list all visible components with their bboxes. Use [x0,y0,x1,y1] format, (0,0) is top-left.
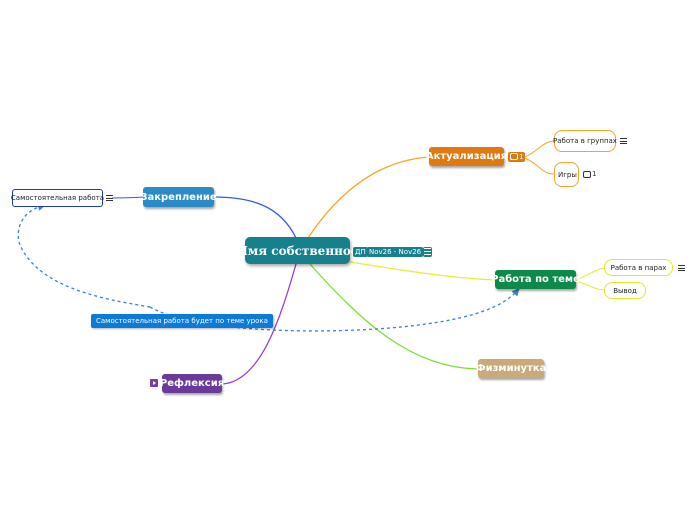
topic-fizminutka[interactable]: Физминутка [475,359,547,378]
subtopic-igry-label: Игры [558,170,577,179]
topic-aktualizatsiya-label: Актуализация [425,151,508,162]
comment-badge[interactable]: 1 [508,152,525,162]
subtopic-samostoyatelnaya-rabota[interactable]: Самостоятельная работа [10,189,105,207]
link-root-fizminutka [309,263,479,370]
notes-icon[interactable] [106,194,113,202]
subtopic-igry[interactable]: Игры [554,162,579,187]
flag-icon [150,379,158,387]
comment-count: 1 [519,153,524,161]
subtopic-vyvod-label: Вывод [613,286,637,295]
topic-aktualizatsiya[interactable]: Актуализация [425,147,508,166]
link-root-zakreplenie [213,196,297,239]
root-topic-label: Имя собственное [236,243,359,258]
link-rabota-vyvod [575,280,606,291]
root-topic[interactable]: Имя собственное [236,237,359,264]
root-notes-badge[interactable] [423,247,432,257]
link-root-rabota-po-teme [349,261,496,281]
relationship-label-text: Самостоятельная работа будет по теме уро… [96,317,268,325]
topic-rabota-po-teme[interactable]: Работа по теме [491,270,580,289]
comment-icon[interactable] [583,171,591,178]
subtopic-rabota-v-parah-label: Работа в парах [610,263,667,272]
subtopic-samostoyatelnaya-rabota-label: Самостоятельная работа [10,194,105,202]
relationship-line [17,203,151,308]
subtopic-rabota-v-gruppah[interactable]: Работа в группах [553,130,617,152]
link-root-refleksiya [221,263,297,385]
subtopic-rabota-v-parah[interactable]: Работа в парах [604,259,673,276]
topic-zakreplenie[interactable]: Закрепление [140,187,217,207]
date-badge: Nov26 - Nov26 [367,247,424,257]
notes-icon[interactable] [678,264,685,272]
comment-icon [510,153,518,160]
topic-refleksiya[interactable]: Рефлексия [159,374,225,393]
subtopic-rabota-v-gruppah-label: Работа в группах [553,137,617,145]
topic-zakreplenie-label: Закрепление [140,191,217,203]
link-aktualizatsiya-rabota-v-gruppah [524,140,555,158]
link-rabota-parah [575,267,606,281]
link-aktualizatsiya-igry [524,157,555,175]
topic-rabota-po-teme-label: Работа по теме [491,274,580,285]
relationship-label[interactable]: Самостоятельная работа будет по теме уро… [91,314,273,328]
topic-refleksiya-label: Рефлексия [159,378,225,389]
date-badge-label: Nov26 - Nov26 [369,248,422,256]
link-root-aktualizatsiya [307,156,431,239]
link-zakreplenie-samostoyatelnaya [111,196,145,199]
resource-badge: ДП [353,247,368,257]
notes-icon[interactable] [620,137,627,145]
subtopic-vyvod[interactable]: Вывод [604,282,646,299]
resource-badge-label: ДП [355,248,366,256]
comment-count: 1 [592,170,597,178]
topic-fizminutka-label: Физминутка [475,363,547,374]
